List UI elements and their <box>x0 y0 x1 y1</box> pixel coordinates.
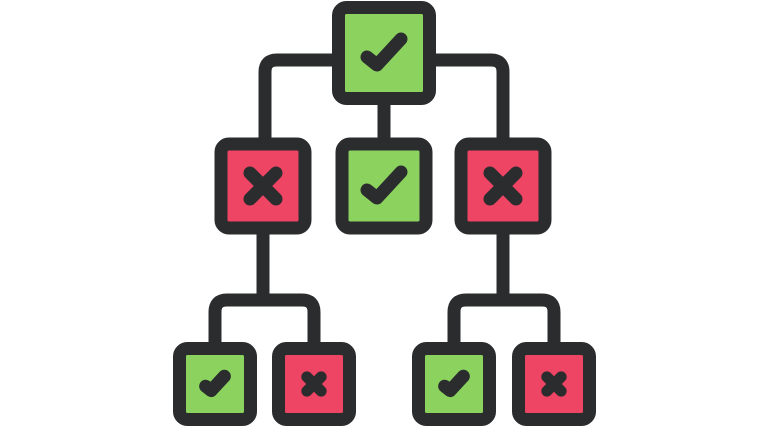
connector-left-branch <box>208 293 321 350</box>
root-node <box>332 1 436 105</box>
checkmark-icon <box>438 369 470 398</box>
x-mark-icon <box>243 166 283 206</box>
checkmark-icon <box>360 165 408 205</box>
leaf-node <box>173 342 257 426</box>
x-mark-icon <box>301 371 327 397</box>
x-mark-icon <box>483 166 523 206</box>
nodes <box>173 1 596 426</box>
level2-node <box>454 137 552 235</box>
connector-right-branch <box>447 293 561 350</box>
checkmark-icon <box>199 369 231 398</box>
leaf-node <box>412 342 496 426</box>
connector-root-left <box>258 53 336 146</box>
leaf-node <box>272 342 356 426</box>
leaf-node <box>512 342 596 426</box>
checkmark-icon <box>360 32 408 72</box>
level2-node <box>335 137 433 235</box>
x-mark-icon <box>541 371 567 397</box>
connector-root-right <box>432 53 510 146</box>
level2-node <box>214 137 312 235</box>
